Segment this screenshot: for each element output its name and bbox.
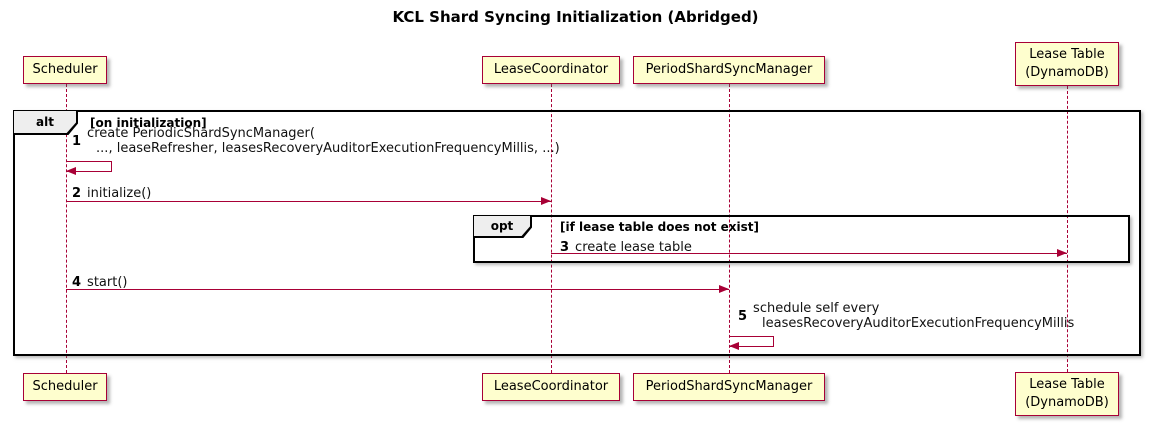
message-1-number: 1 xyxy=(72,133,82,149)
alt-keyword: alt xyxy=(14,111,76,133)
opt-keyword: opt xyxy=(474,216,530,236)
message-5-self-arrow xyxy=(729,336,774,347)
message-2-text: initialize() xyxy=(87,186,152,201)
message-2-arrow xyxy=(66,201,551,202)
message-5-arrowhead-icon xyxy=(729,342,739,350)
message-4-arrowhead-icon xyxy=(719,285,729,293)
message-3: 3 create lease table xyxy=(560,240,692,255)
participant-bottom-scheduler: Scheduler xyxy=(23,373,107,401)
message-3-arrow xyxy=(551,253,1067,254)
lifeline-periodshardsyncmanager xyxy=(729,84,730,373)
lifeline-scheduler xyxy=(66,84,67,373)
participant-bottom-leasecoordinator: LeaseCoordinator xyxy=(482,373,620,401)
message-1: 1 create PeriodicShardSyncManager( ..., … xyxy=(72,126,560,156)
message-1-arrowhead-icon xyxy=(66,167,76,175)
opt-frame-tab: opt xyxy=(474,216,532,238)
participant-top-scheduler: Scheduler xyxy=(23,56,107,84)
participant-top-leasetable: Lease Table (DynamoDB) xyxy=(1015,42,1119,86)
message-5-text-line1: schedule self every xyxy=(753,301,880,316)
diagram-title: KCL Shard Syncing Initialization (Abridg… xyxy=(392,8,759,26)
alt-condition: [on initialization] xyxy=(90,116,207,130)
message-2-number: 2 xyxy=(72,186,82,201)
message-2: 2 initialize() xyxy=(72,186,151,201)
alt-frame-tab: alt xyxy=(14,111,78,135)
message-3-arrowhead-icon xyxy=(1057,249,1067,257)
message-3-text: create lease table xyxy=(575,240,692,255)
message-1-text-line1: create PeriodicShardSyncManager( xyxy=(87,126,315,141)
alt-frame: alt [on initialization] xyxy=(13,110,1141,356)
participant-top-leasecoordinator: LeaseCoordinator xyxy=(482,56,620,84)
message-5: 5 schedule self every leasesRecoveryAudi… xyxy=(738,301,1074,331)
message-5-number: 5 xyxy=(738,308,748,324)
opt-frame: opt [if lease table does not exist] xyxy=(473,215,1130,263)
message-1-self-arrow xyxy=(66,161,112,172)
message-4: 4 start() xyxy=(72,275,127,290)
message-1-text-line2: ..., leaseRefresher, leasesRecoveryAudit… xyxy=(96,141,560,156)
opt-condition: [if lease table does not exist] xyxy=(560,220,760,234)
participant-bottom-leasetable: Lease Table (DynamoDB) xyxy=(1015,372,1119,416)
message-4-text: start() xyxy=(87,275,128,290)
lifeline-leasetable xyxy=(1067,86,1068,372)
participant-bottom-periodshardsyncmanager: PeriodShardSyncManager xyxy=(633,373,825,401)
lifeline-leasecoordinator xyxy=(551,84,552,373)
message-4-arrow xyxy=(66,289,729,290)
participant-top-periodshardsyncmanager: PeriodShardSyncManager xyxy=(633,56,825,84)
message-3-number: 3 xyxy=(560,240,570,255)
message-5-text-line2: leasesRecoveryAuditorExecutionFrequencyM… xyxy=(762,316,1075,331)
message-2-arrowhead-icon xyxy=(541,197,551,205)
message-4-number: 4 xyxy=(72,275,82,290)
